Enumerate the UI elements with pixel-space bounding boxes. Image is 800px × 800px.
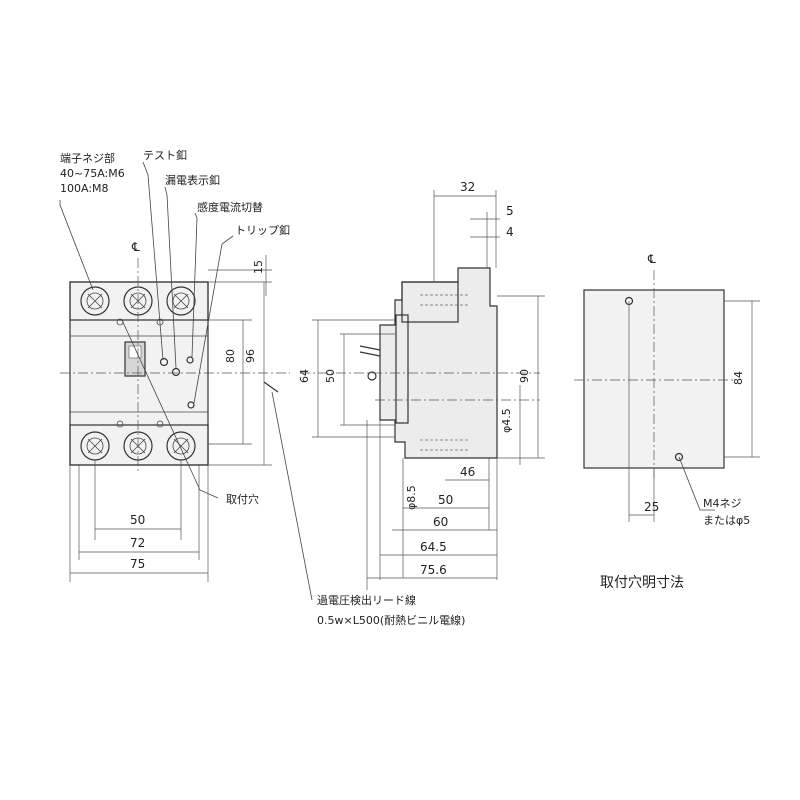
screw-spec-label-1: M4ネジ	[703, 497, 742, 510]
lead-wire-label-2: 0.5w×L500(耐熱ビニル電線)	[317, 613, 465, 627]
dim-75: 75	[130, 557, 145, 571]
callout-leaders	[59, 161, 234, 499]
front-horizontal-dims: 50 72 75	[69, 460, 209, 582]
trip-button-label: トリップ釦	[235, 223, 290, 237]
dim-46: 46	[460, 465, 475, 479]
dim-15: 15	[252, 260, 265, 274]
top-terminal-block	[69, 281, 209, 321]
dim-72: 72	[130, 536, 145, 550]
terminal-screw-label-3: 100A:M8	[60, 182, 109, 195]
mounting-hole-label: 取付穴	[226, 492, 259, 506]
mounting-hole-bottom	[116, 420, 124, 428]
lead-wire-leader	[271, 391, 313, 601]
top-terminal-screw-left	[80, 286, 110, 316]
side-view: 32 5 4 64 50 90 φ4.5	[298, 180, 545, 590]
dim-4: 4	[506, 225, 514, 239]
terminal-screw-label-2: 40~75A:M6	[60, 167, 125, 180]
dim-50-horizontal: 50	[438, 493, 453, 507]
front-vertical-dims: 15 80 96	[208, 255, 272, 466]
side-top-dims: 32 5 4	[433, 180, 514, 282]
test-button-dot	[159, 357, 169, 367]
panel-hole-bottom	[674, 452, 684, 462]
dim-64-5: 64.5	[420, 540, 447, 554]
lead-wire-label-1: 過電圧検出リード線	[317, 593, 416, 607]
test-button-label: テスト釦	[143, 148, 187, 162]
dim-50-vertical: 50	[324, 369, 337, 383]
dim-90: 90	[518, 369, 531, 383]
dim-60: 60	[433, 515, 448, 529]
dim-75-6: 75.6	[420, 563, 447, 577]
side-view-body	[379, 267, 498, 459]
bottom-terminal-block	[69, 424, 209, 466]
dim-phi-8-5: φ8.5	[405, 485, 418, 510]
side-left-dims: 64 50	[298, 319, 395, 438]
top-terminal-screw-right	[166, 286, 196, 316]
dim-80: 80	[224, 349, 237, 363]
side-bottom-dims: 46 φ8.5 50 60 64.5 75.6	[366, 420, 498, 590]
terminal-screw-label-1: 端子ネジ部	[60, 151, 115, 165]
screw-spec-label-2: またはφ5	[703, 514, 750, 527]
leak-indicator-dot	[171, 367, 181, 377]
sensitivity-switch-dot	[186, 356, 194, 364]
panel-caption: 取付穴明寸法	[600, 575, 684, 591]
front-view: ℄ 端子ネジ部 40~75A:M6 100A:M8 テスト釦 漏電表示釦 感度電…	[59, 148, 465, 627]
dim-32: 32	[460, 180, 475, 194]
sensitivity-switch-label: 感度電流切替	[197, 200, 263, 214]
trip-button-dot	[187, 401, 195, 409]
dim-96: 96	[244, 349, 257, 363]
side-right-dims: 90 φ4.5	[497, 295, 545, 465]
dim-25: 25	[644, 500, 659, 514]
dim-64: 64	[298, 369, 311, 383]
dim-84: 84	[732, 371, 745, 385]
panel-centerline-symbol: ℄	[647, 252, 656, 266]
leak-indicator-label: 漏電表示釦	[165, 173, 220, 187]
dim-50: 50	[130, 513, 145, 527]
dim-5: 5	[506, 204, 514, 218]
dim-phi-4-5: φ4.5	[500, 408, 513, 433]
panel-cutout-view: ℄ 84 25 M4ネジ またはφ5 取付穴明寸法	[574, 252, 760, 591]
front-centerline-symbol: ℄	[131, 240, 140, 254]
